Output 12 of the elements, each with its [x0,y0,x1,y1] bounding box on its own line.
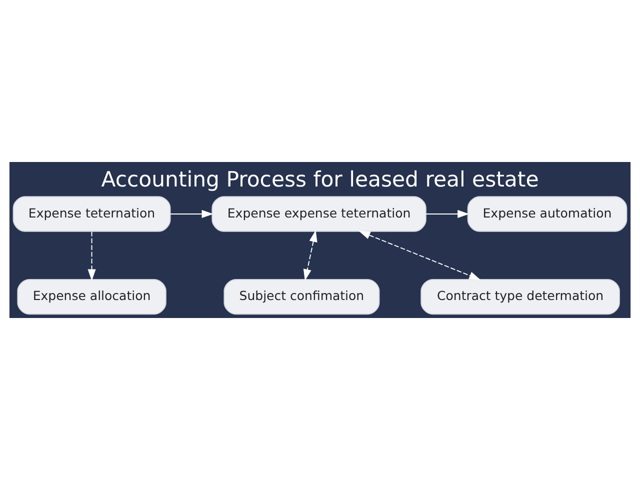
node-box: Contract type determation [420,279,620,315]
arrow [88,231,96,281]
diagram-title: Accounting Process for leased real estate [101,166,539,192]
arrow [170,210,214,218]
node-box: Expense expense teternation [212,196,426,232]
arrow [358,230,481,280]
node-box: Expense automation [467,196,628,232]
node-box: Expense allocation [17,279,166,315]
node-box: Subject confimation [224,279,380,315]
node-box: Expense teternation [12,196,171,232]
arrow [426,210,470,218]
arrow [303,230,318,281]
